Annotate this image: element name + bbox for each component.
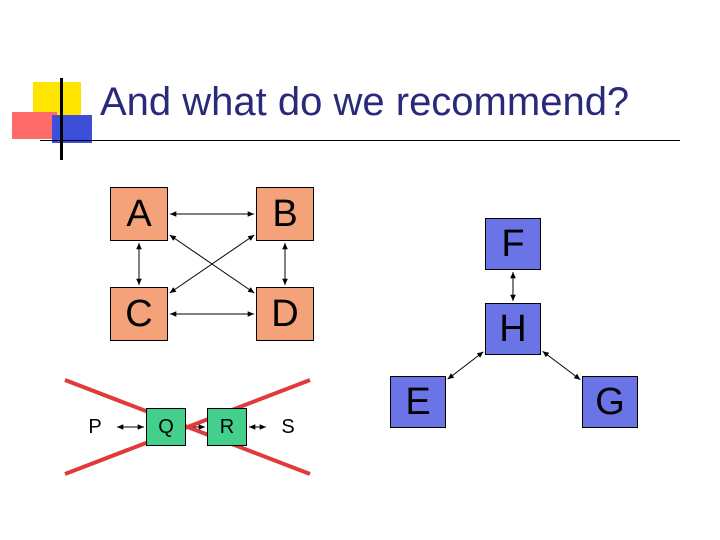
- node-h-label: H: [499, 307, 527, 350]
- node-a: A: [110, 187, 168, 241]
- cross-stroke-2: [64, 378, 311, 476]
- node-q: Q: [146, 408, 186, 446]
- node-p: P: [75, 408, 115, 446]
- deco-vertical-line: [60, 78, 63, 160]
- node-d: D: [256, 287, 314, 341]
- edge-b-c: [169, 234, 255, 294]
- node-q-label: Q: [158, 415, 174, 438]
- node-f: F: [485, 218, 541, 270]
- title-underline: [40, 140, 680, 141]
- node-f-label: F: [501, 222, 525, 265]
- node-b: B: [256, 187, 314, 241]
- node-b-label: B: [272, 192, 298, 235]
- slide-title: And what do we recommend?: [100, 80, 630, 124]
- node-h: H: [485, 303, 541, 355]
- edge-h-g: [542, 350, 581, 381]
- node-e: E: [390, 376, 446, 428]
- deco-red-square: [12, 112, 57, 139]
- node-s-label: S: [281, 415, 295, 438]
- node-d-label: D: [271, 292, 299, 335]
- node-c: C: [110, 287, 168, 341]
- node-r-label: R: [219, 415, 235, 438]
- deco-blue-square: [52, 115, 92, 143]
- node-s: S: [268, 408, 308, 446]
- node-g-label: G: [595, 380, 625, 423]
- node-p-label: P: [88, 415, 102, 438]
- node-a-label: A: [126, 192, 152, 235]
- edge-h-e: [447, 351, 484, 380]
- node-g: G: [582, 376, 638, 428]
- node-c-label: C: [125, 292, 153, 335]
- node-e-label: E: [405, 380, 431, 423]
- node-r: R: [207, 408, 247, 446]
